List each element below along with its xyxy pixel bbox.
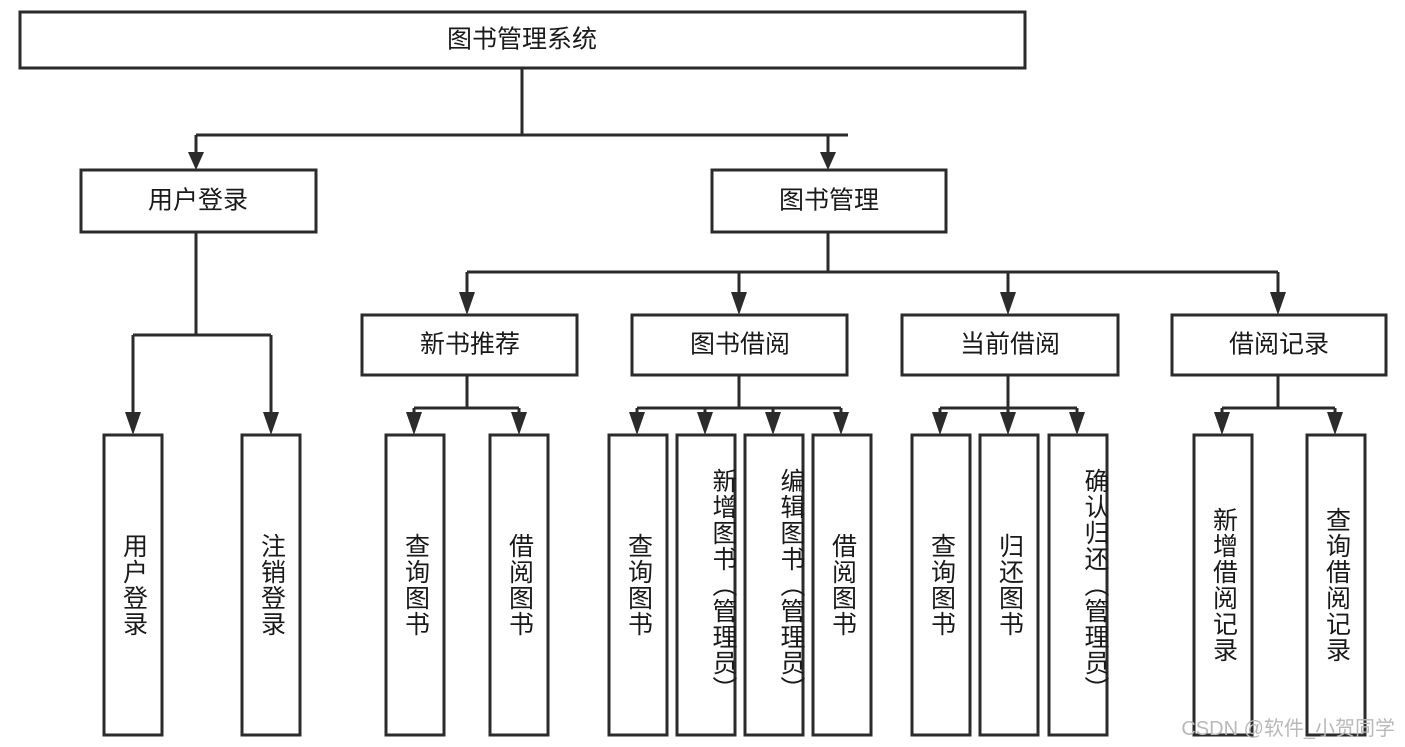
leaf-box-query-book-2[interactable] xyxy=(607,433,669,737)
leaf-box-query-book-1[interactable] xyxy=(384,433,446,737)
node-root[interactable]: 图书管理系统 xyxy=(18,10,1027,70)
node-borrow-record[interactable]: 借阅记录 xyxy=(1170,313,1388,377)
leaf-box-confirm-return[interactable] xyxy=(1047,433,1109,737)
connector-bookborrow-to-leaves xyxy=(629,375,849,435)
leaf-box-borrow-book-1[interactable] xyxy=(488,433,550,737)
node-new-book-recommend-label: 新书推荐 xyxy=(420,331,520,359)
connector-currentborrow-to-leaves xyxy=(932,375,1085,435)
leaf-box-query-record[interactable] xyxy=(1305,433,1367,737)
leaf-boxes xyxy=(102,433,1367,737)
node-current-borrow[interactable]: 当前借阅 xyxy=(900,313,1120,377)
node-book-management-label: 图书管理 xyxy=(779,187,879,215)
node-book-borrow-label: 图书借阅 xyxy=(690,331,790,359)
connector-userlogin-to-leaves xyxy=(125,232,279,435)
leaf-box-return-book[interactable] xyxy=(978,433,1040,737)
leaf-box-add-book[interactable] xyxy=(675,433,737,737)
connector-bookmgmt-to-level3 xyxy=(459,232,1286,315)
connector-root-to-level2 xyxy=(188,68,848,170)
node-book-management[interactable]: 图书管理 xyxy=(710,168,948,234)
csdn-watermark: CSDN @软件_小贺同学 xyxy=(1181,718,1395,740)
leaf-box-logout[interactable] xyxy=(240,433,302,737)
leaf-box-borrow-book-2[interactable] xyxy=(811,433,873,737)
node-user-login[interactable]: 用户登录 xyxy=(79,168,318,234)
node-user-login-label: 用户登录 xyxy=(148,187,248,215)
leaf-box-add-record[interactable] xyxy=(1192,433,1254,737)
leaf-box-query-book-3[interactable] xyxy=(910,433,972,737)
leaf-box-edit-book[interactable] xyxy=(743,433,805,737)
node-new-book-recommend[interactable]: 新书推荐 xyxy=(360,313,579,377)
node-root-label: 图书管理系统 xyxy=(447,26,597,54)
node-current-borrow-label: 当前借阅 xyxy=(960,331,1060,359)
connector-borrowrecord-to-leaves xyxy=(1214,375,1343,435)
leaf-box-user-login[interactable] xyxy=(102,433,164,737)
node-book-borrow[interactable]: 图书借阅 xyxy=(630,313,849,377)
node-borrow-record-label: 借阅记录 xyxy=(1229,331,1329,359)
connector-newbook-to-leaves xyxy=(406,375,527,435)
